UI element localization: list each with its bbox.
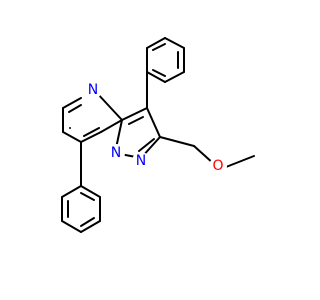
bond	[159, 136, 195, 147]
bond	[80, 185, 101, 198]
bond	[80, 131, 102, 143]
bond	[62, 97, 82, 109]
bond	[152, 43, 166, 51]
bond	[164, 71, 185, 83]
bottom-phenyl-ring	[61, 185, 101, 233]
bond	[80, 220, 101, 233]
bond	[62, 131, 82, 143]
molecule-canvas: N N N O	[61, 37, 255, 233]
atom-n-bridgehead: N	[107, 144, 125, 162]
bond	[138, 138, 155, 152]
bond	[83, 127, 100, 137]
atom-n-pyrimidine: N	[84, 81, 102, 99]
bond	[164, 37, 185, 49]
bond	[80, 192, 95, 201]
bond	[146, 107, 161, 138]
top-phenyl-ring	[146, 37, 185, 83]
bond	[100, 119, 123, 133]
bond	[80, 217, 95, 227]
nitrogen-label: N	[88, 82, 98, 98]
bond	[225, 155, 255, 168]
bond	[61, 220, 82, 233]
bond	[61, 185, 82, 198]
atom-n-pyrazole: N	[132, 152, 150, 170]
bond	[146, 71, 166, 83]
pyrimidine-ring	[62, 91, 123, 143]
nitrogen-label: N	[111, 145, 121, 161]
bond	[68, 104, 82, 113]
atom-o-methoxy: O	[209, 157, 227, 175]
bond	[146, 37, 166, 49]
bond	[128, 116, 144, 125]
bond	[121, 107, 148, 121]
oxygen-label: O	[212, 158, 223, 174]
nitrogen-label: N	[136, 153, 146, 169]
bond	[95, 91, 123, 121]
chemical-structure-diagram: N N N O	[61, 37, 255, 233]
bond	[152, 69, 166, 77]
